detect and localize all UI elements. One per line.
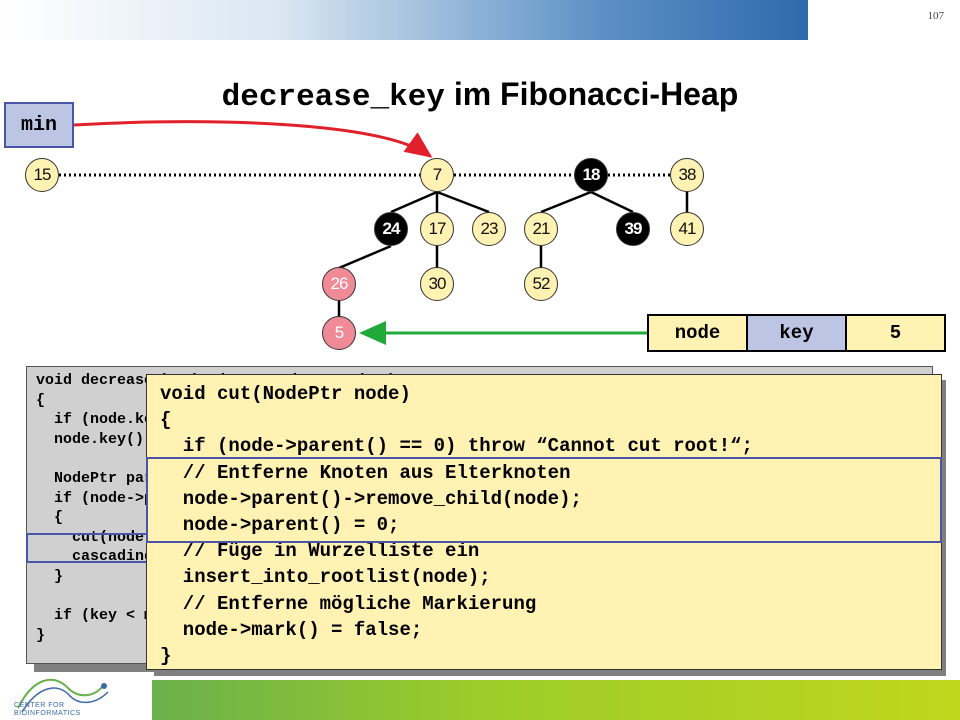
slide-title: decrease_key im Fibonacci-Heap [0, 76, 960, 115]
logo-line-2: BIOINFORMATICS [14, 710, 81, 717]
heap-node-30: 30 [420, 267, 454, 301]
title-text: im Fibonacci-Heap [444, 76, 739, 112]
heap-node-39: 39 [616, 212, 650, 246]
top-banner [0, 0, 808, 40]
current-lines-highlight [146, 457, 942, 543]
logo-caption: CENTER FOR BIOINFORMATICS [14, 702, 81, 718]
heap-node-24: 24 [374, 212, 408, 246]
key-table-node: node [649, 316, 746, 350]
cut-code-popup [146, 374, 942, 670]
heap-node-23: 23 [472, 212, 506, 246]
logo-line-1: CENTER FOR [14, 702, 65, 709]
bioinformatics-logo-icon [17, 678, 109, 713]
heap-node-7: 7 [420, 158, 454, 192]
cut-function-code: void cut(NodePtr node) { if (node->paren… [160, 383, 753, 668]
bottom-banner [152, 680, 960, 720]
heap-node-52: 52 [524, 267, 558, 301]
key-table: node key 5 [647, 314, 946, 352]
heap-node-15: 15 [25, 158, 59, 192]
key-table-value: 5 [847, 316, 944, 350]
title-code: decrease_key [221, 80, 445, 115]
heap-node-18: 18 [574, 158, 608, 192]
heap-node-17: 17 [420, 212, 454, 246]
heap-node-38: 38 [670, 158, 704, 192]
heap-node-26: 26 [322, 267, 356, 301]
min-pointer-label: min [4, 102, 74, 148]
cut-call-highlight [26, 533, 156, 563]
heap-node-41: 41 [670, 212, 704, 246]
key-table-key: key [746, 316, 847, 350]
min-pointer-arrow [73, 120, 433, 158]
heap-node-21: 21 [524, 212, 558, 246]
child-links [337, 190, 689, 318]
page-number: 107 [927, 10, 945, 22]
heap-node-5: 5 [322, 316, 356, 350]
